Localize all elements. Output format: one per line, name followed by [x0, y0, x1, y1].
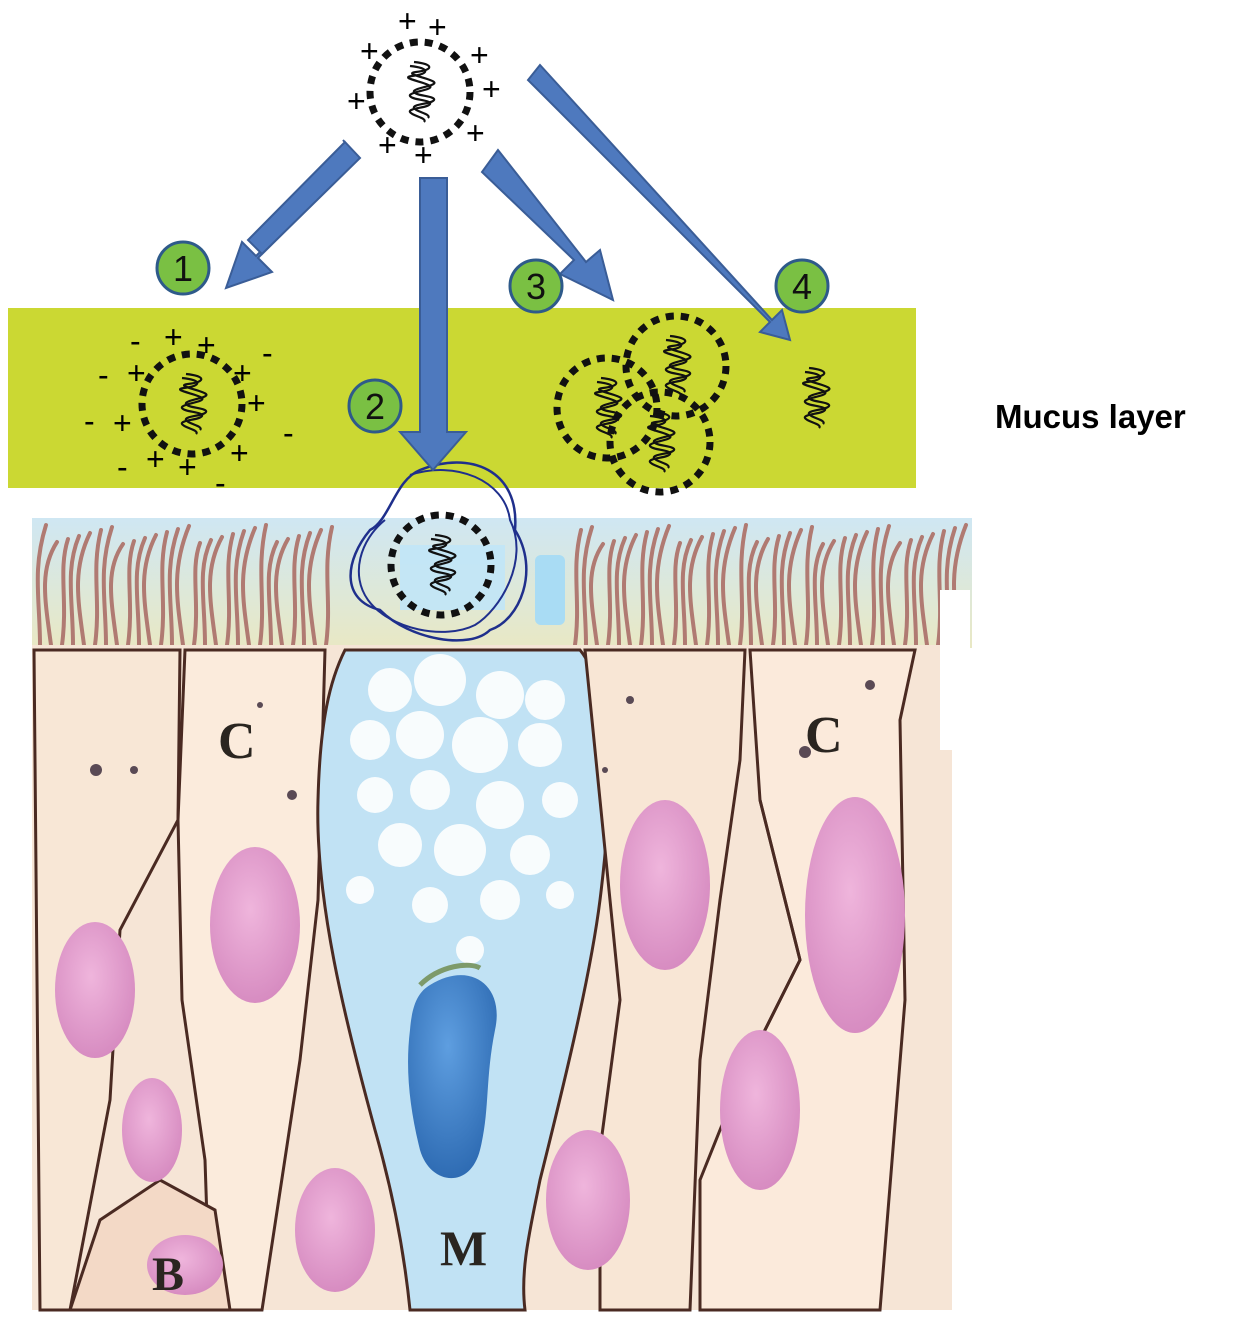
svg-text:+: + [470, 37, 489, 73]
svg-text:+: + [247, 385, 266, 421]
epithelium: C C B M [32, 518, 972, 1310]
svg-text:+: + [360, 33, 379, 69]
badge-4: 4 [776, 260, 828, 312]
cell-label-c-left: C [218, 713, 256, 770]
svg-text:+: + [466, 115, 485, 151]
arrow-4 [528, 65, 790, 340]
svg-text:+: + [197, 327, 216, 363]
cell-label-b: B [152, 1248, 184, 1301]
cell-label-m: M [440, 1220, 487, 1276]
badge-1-label: 1 [173, 248, 193, 289]
svg-text:-: - [283, 415, 294, 451]
svg-text:+: + [398, 3, 417, 39]
svg-text:-: - [98, 357, 109, 393]
svg-text:+: + [164, 319, 183, 355]
svg-text:-: - [130, 323, 141, 359]
svg-text:+: + [113, 405, 132, 441]
svg-text:+: + [230, 435, 249, 471]
badge-3: 3 [510, 260, 562, 312]
svg-text:-: - [215, 465, 226, 501]
svg-text:+: + [378, 127, 397, 163]
svg-text:+: + [482, 71, 501, 107]
svg-text:-: - [262, 335, 273, 371]
badge-1: 1 [157, 242, 209, 294]
svg-text:-: - [84, 403, 95, 439]
cell-label-c-right: C [805, 707, 843, 764]
svg-text:+: + [347, 83, 366, 119]
mucus-layer-label: Mucus layer [995, 398, 1186, 436]
badge-3-label: 3 [526, 266, 546, 307]
svg-text:+: + [127, 355, 146, 391]
cationic-nanoparticle: + + + + + + + + + [347, 3, 501, 173]
svg-text:+: + [178, 449, 197, 485]
svg-text:+: + [146, 441, 165, 477]
svg-text:-: - [117, 449, 128, 485]
badge-4-label: 4 [792, 266, 812, 307]
badge-2: 2 [349, 380, 401, 432]
arrow-1-shaft [248, 142, 360, 254]
badge-2-label: 2 [365, 386, 385, 427]
svg-text:+: + [414, 137, 433, 173]
svg-text:+: + [428, 9, 447, 45]
